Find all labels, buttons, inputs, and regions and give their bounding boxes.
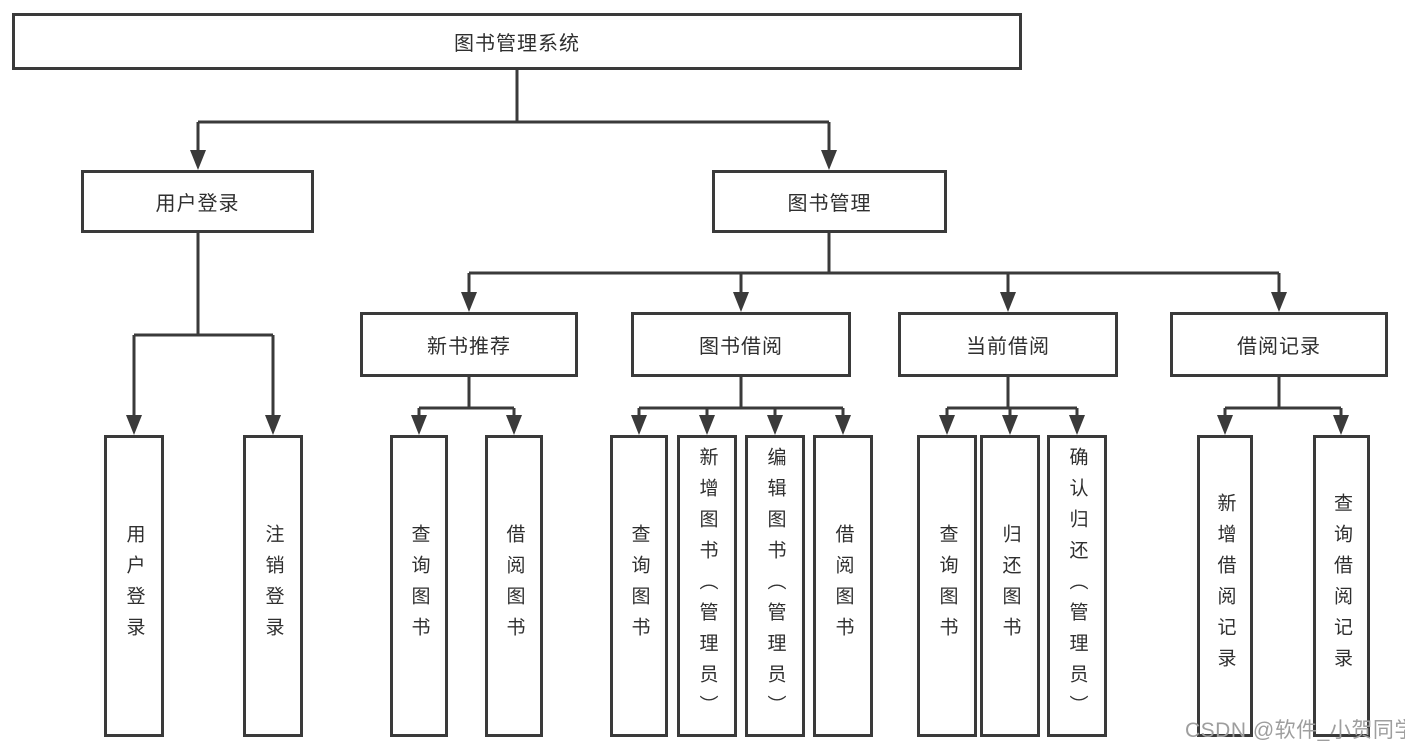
leaf-user-login: 用户登录 [104, 435, 164, 737]
leaf-newbook-query-book: 查询图书 [390, 435, 448, 737]
node-new-book-recommend: 新书推荐 [360, 312, 578, 377]
leaf-label: 查询图书 [936, 524, 958, 648]
node-label: 用户登录 [155, 193, 240, 215]
node-user-login: 用户登录 [81, 170, 314, 233]
leaf-return-book: 归还图书 [980, 435, 1040, 737]
connector-elbow-lines [132, 70, 1343, 416]
node-book-management: 图书管理 [712, 170, 947, 233]
leaf-label: 查询图书 [628, 524, 650, 648]
leaf-current-query-book: 查询图书 [917, 435, 977, 737]
leaf-label: 借阅图书 [832, 524, 854, 648]
leaf-newbook-borrow-book: 借阅图书 [485, 435, 543, 737]
node-label: 当前借阅 [966, 336, 1050, 358]
node-root-system: 图书管理系统 [12, 13, 1022, 70]
node-label: 图书管理 [787, 193, 872, 215]
leaf-label: 查询借阅记录 [1331, 493, 1352, 679]
leaf-borrow-borrow-book: 借阅图书 [813, 435, 873, 737]
node-label: 图书借阅 [699, 336, 783, 358]
node-label: 图书管理系统 [454, 33, 580, 55]
leaf-label: 归还图书 [999, 524, 1021, 648]
leaf-label: 确认归还（管理员） [1066, 446, 1088, 726]
leaf-label: 编辑图书（管理员） [764, 446, 786, 726]
leaf-label: 新增图书（管理员） [696, 446, 718, 726]
node-book-borrow: 图书借阅 [631, 312, 851, 377]
leaf-add-borrow-record: 新增借阅记录 [1197, 435, 1253, 737]
node-label: 借阅记录 [1237, 336, 1321, 358]
leaf-label: 用户登录 [123, 524, 145, 648]
node-label: 新书推荐 [427, 336, 511, 358]
leaf-query-borrow-record: 查询借阅记录 [1313, 435, 1370, 737]
leaf-logout-login: 注销登录 [243, 435, 303, 737]
leaf-add-book-admin: 新增图书（管理员） [677, 435, 737, 737]
node-borrow-record: 借阅记录 [1170, 312, 1388, 377]
leaf-borrow-query-book: 查询图书 [610, 435, 668, 737]
leaf-label: 新增借阅记录 [1214, 493, 1236, 679]
arrowhead-triangles [126, 150, 1349, 435]
leaf-label: 查询图书 [408, 524, 430, 648]
leaf-edit-book-admin: 编辑图书（管理员） [745, 435, 805, 737]
node-current-borrow: 当前借阅 [898, 312, 1118, 377]
leaf-confirm-return-admin: 确认归还（管理员） [1047, 435, 1107, 737]
leaf-label: 注销登录 [262, 524, 284, 648]
csdn-watermark: CSDN @软件_小贺同学 [1185, 719, 1405, 742]
leaf-label: 借阅图书 [503, 524, 525, 648]
